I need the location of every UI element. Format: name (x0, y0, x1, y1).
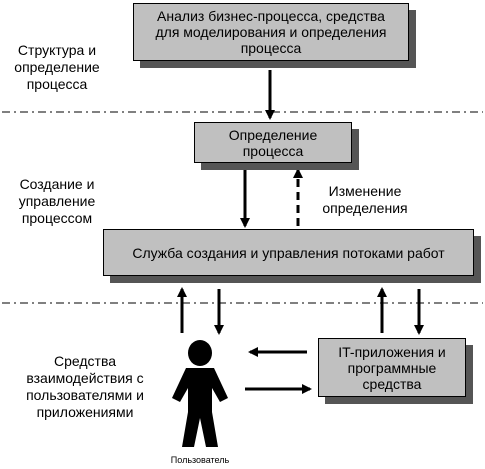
label-interaction-tools: Средства взаимодействия с пользователями… (26, 353, 144, 420)
label-creation-management: Создание и управление процессом (18, 176, 96, 226)
user-caption: Пользователь (170, 455, 230, 465)
label-change-definition: Изменение определения (322, 183, 408, 216)
box-workflow-service: Служба создания и управления потоками ра… (103, 229, 474, 276)
box-it-applications: IT-приложения и программные средства (318, 338, 466, 397)
label-structure-definition: Структура и определение процесса (14, 42, 100, 92)
user-icon (172, 340, 228, 447)
box-process-definition: Определение процесса (194, 122, 352, 163)
box-process-analysis: Анализ бизнес-процесса, средства для мод… (133, 3, 409, 61)
